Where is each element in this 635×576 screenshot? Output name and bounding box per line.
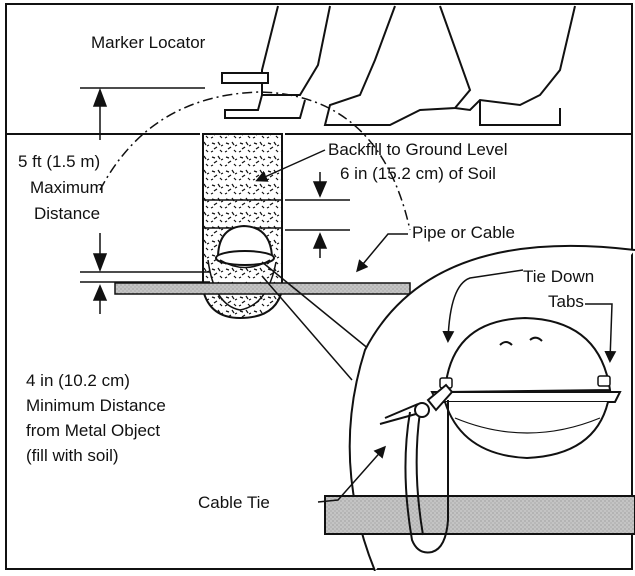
label-max-distance-line1: 5 ft (1.5 m) bbox=[18, 152, 100, 171]
min-distance-dimension bbox=[80, 271, 210, 314]
label-pipe-or-cable: Pipe or Cable bbox=[412, 223, 515, 242]
label-tie-down-line2: Tabs bbox=[548, 292, 584, 311]
inset-pipe bbox=[324, 495, 635, 535]
buried-pipe bbox=[114, 282, 411, 295]
label-min-distance-line4: (fill with soil) bbox=[26, 446, 119, 465]
soil-depth-dimension bbox=[285, 172, 350, 258]
marker-ball-large bbox=[430, 316, 622, 460]
detection-range-arc bbox=[99, 91, 411, 231]
leader-arrows bbox=[255, 149, 617, 503]
label-min-distance-line2: Minimum Distance bbox=[26, 396, 166, 415]
label-cable-tie: Cable Tie bbox=[198, 493, 270, 512]
label-soil-depth: 6 in (15.2 cm) of Soil bbox=[340, 164, 496, 183]
label-marker-locator: Marker Locator bbox=[91, 33, 206, 52]
label-min-distance-line3: from Metal Object bbox=[26, 421, 160, 440]
label-max-distance-line3: Distance bbox=[34, 204, 100, 223]
magnification-lines bbox=[261, 261, 371, 381]
label-backfill: Backfill to Ground Level bbox=[328, 140, 508, 159]
person-legs-illustration bbox=[224, 5, 576, 126]
marker-locator-device bbox=[221, 72, 269, 84]
label-max-distance-line2: Maximum bbox=[30, 178, 104, 197]
cable-tie-strap bbox=[379, 383, 454, 554]
max-distance-dimension bbox=[80, 87, 205, 273]
tie-down-tab-right bbox=[597, 375, 611, 387]
frame-border bbox=[5, 3, 633, 570]
marker-ball-small bbox=[215, 224, 275, 269]
label-tie-down-line1: Tie Down bbox=[523, 267, 594, 286]
label-min-distance-line1: 4 in (10.2 cm) bbox=[26, 371, 130, 390]
